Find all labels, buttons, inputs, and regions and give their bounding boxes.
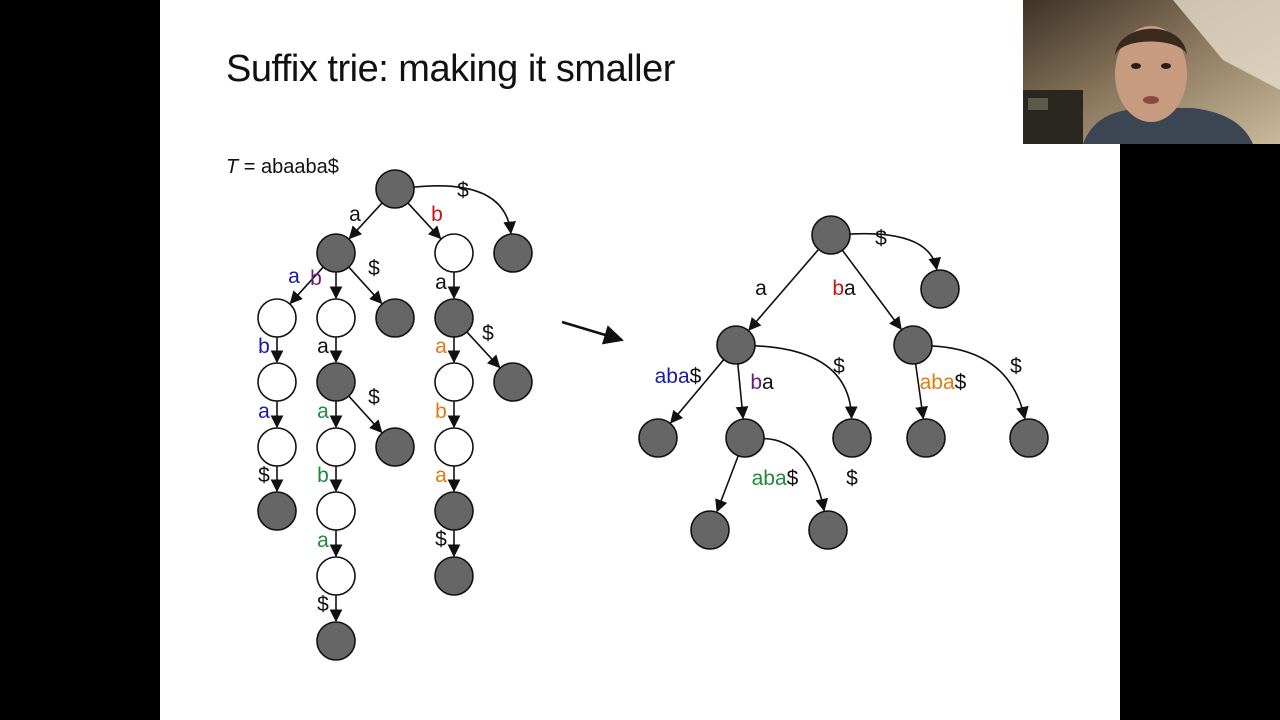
right-trie-edge-label: $: [833, 355, 845, 378]
left-trie-edge: [348, 266, 383, 305]
right-trie-edge-label: $: [1010, 355, 1022, 378]
right-trie-edge-label: a: [755, 277, 767, 300]
presenter-video-thumbnail-icon: [1023, 0, 1280, 144]
left-trie-edge-label: a: [288, 265, 300, 288]
left-trie-edge-label: $: [457, 179, 469, 202]
left-trie-node: [375, 169, 415, 209]
right-trie-edge-label: aba$: [752, 467, 799, 490]
right-trie-edge-label: aba$: [655, 365, 702, 388]
left-trie-node: [493, 362, 533, 402]
left-trie-node: [257, 427, 297, 467]
left-trie-node: [316, 233, 356, 273]
left-trie-node: [434, 491, 474, 531]
right-trie-node: [893, 325, 933, 365]
text-value: = abaaba$: [238, 156, 339, 178]
left-trie-edge-label: b: [317, 464, 329, 487]
left-trie-edge-label: $: [482, 322, 494, 345]
left-trie-node: [434, 556, 474, 596]
left-trie-node: [316, 491, 356, 531]
left-trie-edge: [466, 331, 501, 369]
right-trie-node: [808, 510, 848, 550]
left-trie-edge: [289, 266, 324, 305]
left-trie-edge-label: $: [435, 528, 447, 551]
presenter-webcam: [1023, 0, 1280, 144]
left-trie-edge-label: a: [435, 271, 447, 294]
right-trie-node: [638, 418, 678, 458]
left-trie-node: [316, 362, 356, 402]
right-trie-edge: [748, 248, 820, 331]
right-trie-edge: [670, 359, 725, 424]
right-trie-edge-label: $: [846, 467, 858, 490]
left-trie-node: [493, 233, 533, 273]
right-trie-edge-label: aba$: [920, 371, 967, 394]
slide: Suffix trie: making it smaller T = abaab…: [160, 0, 1120, 720]
left-trie-edge-label: $: [368, 257, 380, 280]
right-trie-node: [690, 510, 730, 550]
right-trie-edge: [849, 232, 942, 271]
right-trie-node: [716, 325, 756, 365]
left-trie-edge-label: $: [317, 593, 329, 616]
left-trie-edge-label: b: [258, 335, 270, 358]
right-trie-edge-label: ba: [832, 277, 856, 300]
right-trie-node: [1009, 418, 1049, 458]
left-trie-node: [257, 491, 297, 531]
left-trie-edge-label: $: [368, 386, 380, 409]
right-trie-node: [832, 418, 872, 458]
right-trie-node: [725, 418, 765, 458]
left-trie-node: [375, 427, 415, 467]
left-trie-edge-label: a: [435, 464, 447, 487]
left-trie-node: [375, 298, 415, 338]
left-trie-node: [316, 427, 356, 467]
left-trie-edge-label: b: [310, 267, 322, 290]
left-trie-edge-label: a: [317, 529, 329, 552]
right-trie-edge: [735, 363, 749, 420]
slide-title: Suffix trie: making it smaller: [226, 48, 675, 90]
left-trie-node: [434, 298, 474, 338]
left-trie-edge-label: a: [317, 400, 329, 423]
left-trie-node: [434, 362, 474, 402]
left-trie-edge-label: b: [431, 203, 443, 226]
transform-arrow: [561, 320, 624, 345]
right-trie-edge: [914, 363, 928, 420]
left-trie-edge-label: a: [317, 335, 329, 358]
left-trie-edge-label: b: [435, 400, 447, 423]
right-trie-node: [906, 418, 946, 458]
right-trie-edge: [715, 455, 739, 513]
left-trie-edge-label: a: [349, 203, 361, 226]
left-trie-node: [434, 427, 474, 467]
text-variable: T: [226, 156, 239, 178]
left-trie-edge-label: a: [435, 335, 447, 358]
left-trie-node: [316, 621, 356, 661]
left-trie-node: [257, 298, 297, 338]
left-trie-edge: [348, 202, 383, 240]
right-trie-edge: [931, 345, 1029, 420]
left-trie-node: [434, 233, 474, 273]
right-trie-edge: [754, 345, 858, 420]
left-trie-node: [316, 556, 356, 596]
left-trie-edge: [348, 395, 383, 434]
left-trie-edge-label: a: [258, 400, 270, 423]
left-trie-edge: [413, 185, 517, 235]
left-trie-edge: [407, 202, 442, 240]
left-trie-node: [257, 362, 297, 402]
right-trie-node: [811, 215, 851, 255]
left-trie-edge-label: $: [258, 464, 270, 487]
right-trie-edge-label: ba: [750, 371, 774, 394]
left-trie-node: [316, 298, 356, 338]
right-trie-edge-label: $: [875, 227, 887, 250]
right-trie-node: [920, 269, 960, 309]
right-trie-edge: [763, 437, 829, 512]
right-trie-edge: [841, 249, 902, 330]
text-definition: T = abaaba$: [226, 156, 339, 179]
